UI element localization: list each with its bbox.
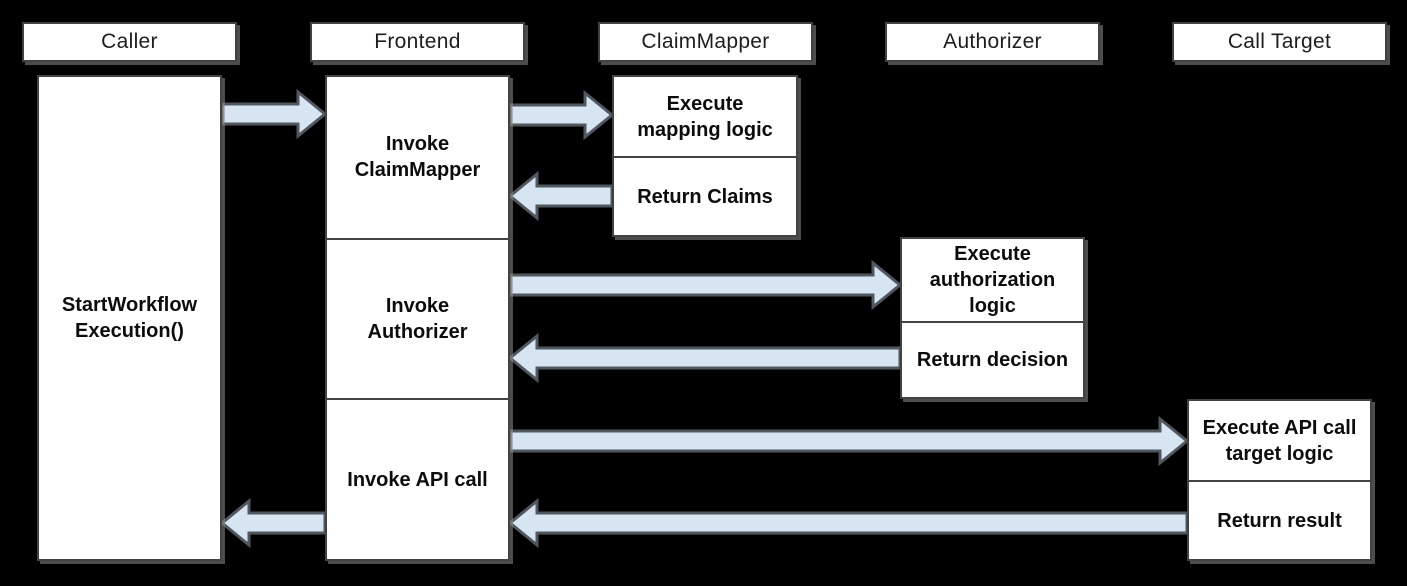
arrow-caller-to-frontend: [220, 88, 328, 140]
calltarget-steps-box: Execute API call target logic Return res…: [1187, 399, 1372, 561]
caller-activation-box: StartWorkflow Execution(): [37, 75, 222, 561]
lane-header-claimmapper: ClaimMapper: [598, 22, 813, 62]
arrow-frontend-to-calltarget: [508, 415, 1190, 467]
lane-label: Frontend: [374, 30, 461, 53]
lane-header-authorizer: Authorizer: [885, 22, 1100, 62]
step-return-decision: Return decision: [902, 321, 1083, 397]
lane-header-frontend: Frontend: [310, 22, 525, 62]
arrow-frontend-to-claimmapper: [508, 89, 615, 141]
arrow-frontend-to-authorizer: [508, 259, 903, 311]
step-return-result: Return result: [1189, 480, 1370, 559]
step-invoke-claimmapper: Invoke ClaimMapper: [354, 133, 481, 182]
step-execute-mapping-logic: Execute mapping logic: [637, 92, 773, 141]
step-execute-api-call-target-logic: Execute API call target logic: [1202, 416, 1357, 465]
lane-label: Caller: [101, 30, 158, 53]
arrow-frontend-to-caller: [219, 497, 327, 549]
authorizer-steps-box: Execute authorization logic Return decis…: [900, 237, 1085, 399]
step-execute-authorization-logic: Execute authorization logic: [929, 243, 1056, 317]
lane-label: ClaimMapper: [641, 30, 770, 53]
lane-header-calltarget: Call Target: [1172, 22, 1387, 62]
claimmapper-steps-box: Execute mapping logic Return Claims: [612, 75, 798, 237]
lane-header-caller: Caller: [22, 22, 237, 62]
arrow-authorizer-to-frontend: [507, 332, 902, 384]
step-invoke-authorizer: Invoke Authorizer: [327, 237, 508, 399]
arrow-calltarget-to-frontend: [507, 497, 1189, 549]
arrow-claimmapper-to-frontend: [507, 170, 614, 222]
step-invoke-api-call: Invoke API call: [327, 398, 508, 559]
step-return-claims: Return Claims: [614, 156, 796, 235]
lane-label: Authorizer: [943, 30, 1042, 53]
frontend-steps-box: Invoke ClaimMapper Invoke Authorizer Inv…: [325, 75, 510, 561]
step-startworkflowexecution: StartWorkflow Execution(): [61, 294, 198, 342]
lane-label: Call Target: [1227, 30, 1332, 53]
